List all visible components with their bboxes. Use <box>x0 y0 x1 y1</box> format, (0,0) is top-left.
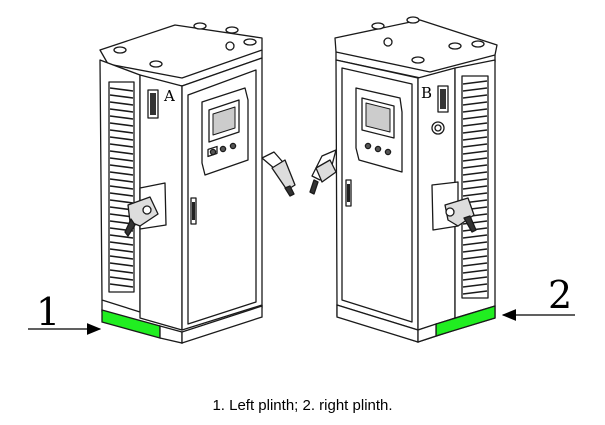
vent-right <box>461 75 489 299</box>
callout-left: 1 <box>28 290 102 335</box>
vent-left <box>108 81 135 293</box>
callout-left-number: 1 <box>36 290 60 334</box>
figure-caption: 1. Left plinth; 2. right plinth. <box>212 397 393 414</box>
charging-gun-right-of-left-cabinet <box>261 151 296 197</box>
display-unit-right <box>355 87 403 173</box>
cabinet-left <box>99 22 296 335</box>
cabinet-label-a: A <box>163 87 175 105</box>
charging-gun-right-cabinet <box>431 181 477 233</box>
lifting-eyes-left <box>113 22 257 68</box>
cabinet-label-b: B <box>421 84 432 102</box>
callout-right: 2 <box>501 273 575 321</box>
charging-gun-left-of-right-cabinet <box>309 149 337 195</box>
callout-right-number: 2 <box>548 273 572 317</box>
display-unit-left <box>201 87 249 176</box>
cabinet-right <box>309 16 498 343</box>
charging-gun-left-cabinet <box>124 182 167 237</box>
lifting-eyes-right <box>371 16 485 64</box>
